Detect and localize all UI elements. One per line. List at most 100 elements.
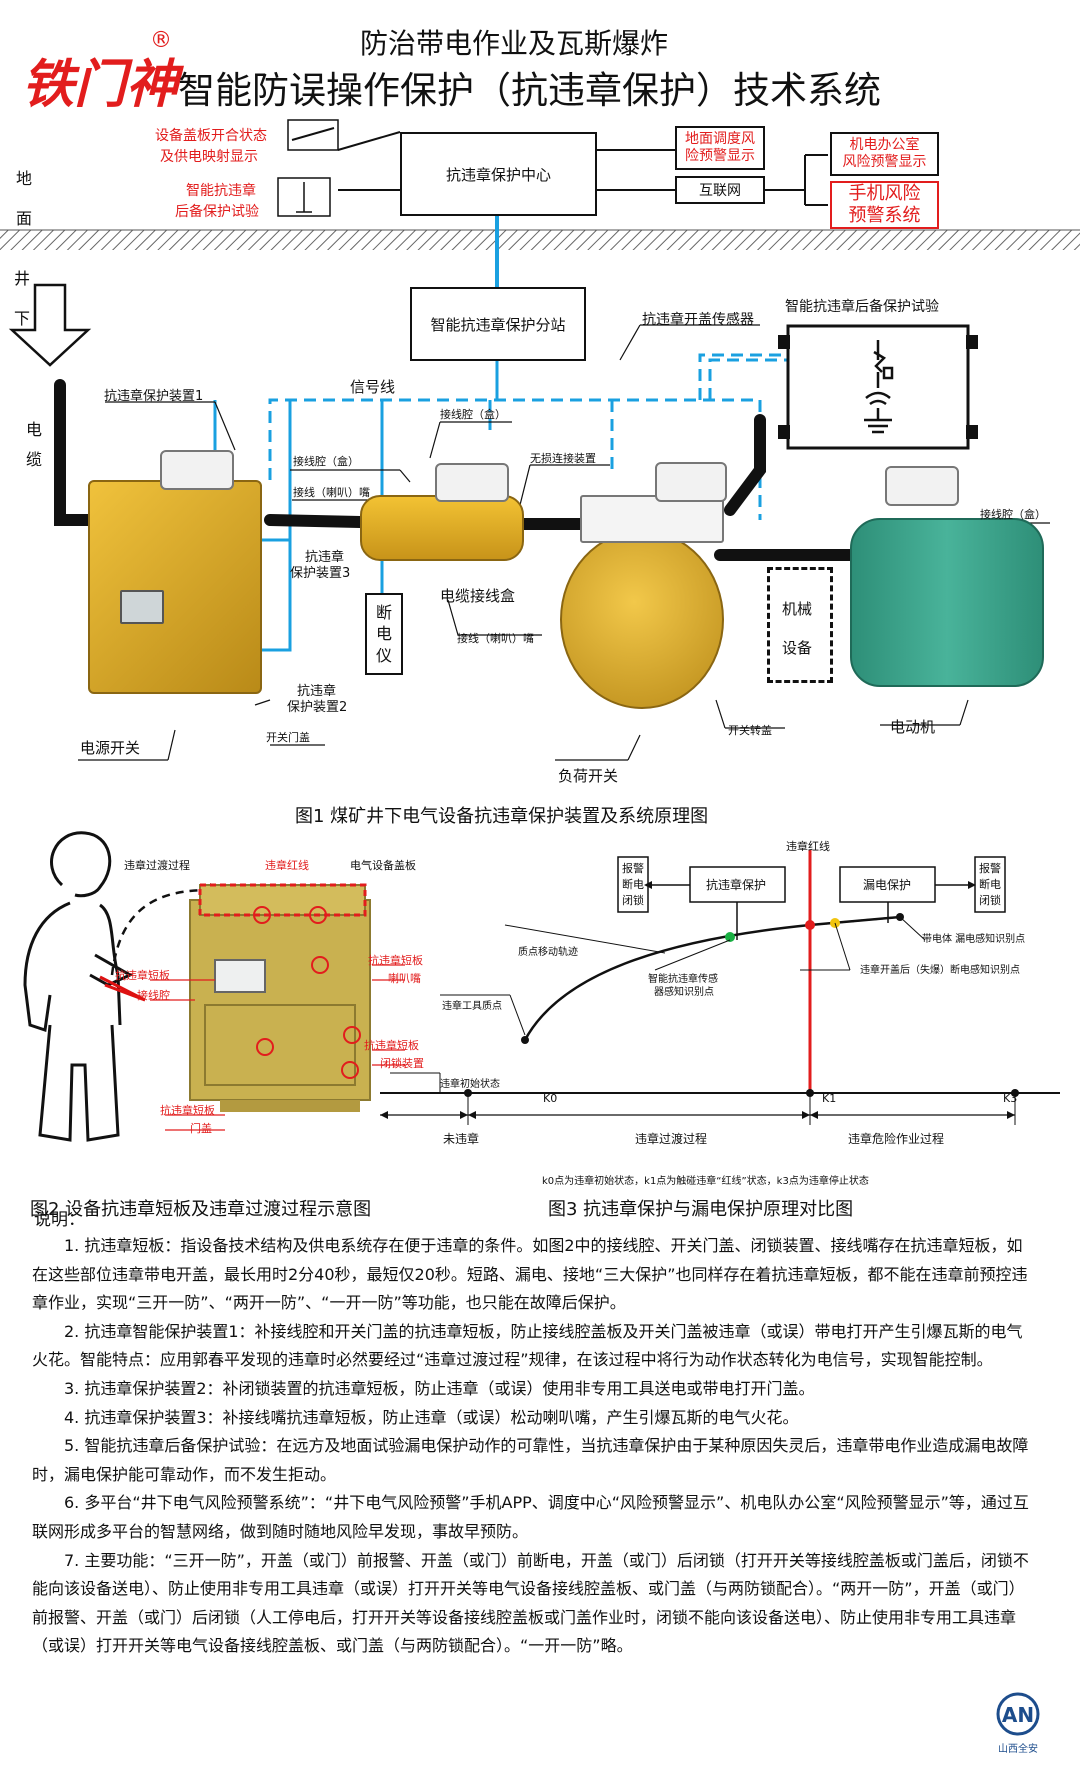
junction2-label: 接线腔（盒） xyxy=(440,408,506,421)
note-item-2: 2. 抗违章智能保护装置1：补接线腔和开关门盖的抗违章短板，防止接线腔盖板及开关… xyxy=(32,1321,1023,1370)
load-switch-top xyxy=(580,495,724,543)
device2-label-2: 保护装置2 xyxy=(287,700,348,715)
label-cover-state-2: 及供电映射显示 xyxy=(160,149,258,165)
motor-equipment xyxy=(850,518,1044,687)
internet-box: 互联网 xyxy=(675,176,765,204)
notes-title: 说明： xyxy=(34,1210,85,1230)
motor-label: 电动机 xyxy=(890,718,936,736)
machine-box xyxy=(767,567,833,683)
signal-line-label: 信号线 xyxy=(350,378,396,396)
dispatch-warning-box: 地面调度风险预警显示 xyxy=(675,126,765,170)
fig2-short-a-label: 抗违章短板 xyxy=(115,969,170,982)
fig3-diagram xyxy=(380,850,1060,1125)
lossless-label: 无损连接装置 xyxy=(530,452,596,465)
horn2-label: 接线（喇叭）嘴 xyxy=(457,632,534,645)
fig2-short-c-label: 抗违章短板 xyxy=(364,1039,419,1052)
power-switch-equipment xyxy=(88,480,262,694)
fig3-k0-label: K0 xyxy=(543,1092,558,1105)
label-ground-2: 面 xyxy=(16,209,33,228)
fig2-lock-label: 闭锁装置 xyxy=(380,1057,424,1070)
brand-logo: 铁门神 xyxy=(22,54,179,115)
fig3-trajectory-label: 质点移动轨迹 xyxy=(518,947,578,958)
office-warning-box: 机电办公室风险预警显示 xyxy=(830,132,939,176)
sensor-label: 抗违章开盖传感器 xyxy=(642,312,754,328)
fig3-alarm-right-1: 报警 xyxy=(979,862,1001,875)
label-backup-test-2: 后备保护试验 xyxy=(175,204,259,220)
fig3-live-point-label: 带电体 漏电感知识别点 xyxy=(922,934,1026,945)
power-switch-window xyxy=(120,590,164,624)
breaker-label-2: 电 xyxy=(375,624,392,644)
junction1-label: 接线腔（盒） xyxy=(293,455,359,468)
breaker-label-1: 断 xyxy=(375,602,392,622)
fig2-junction-label: 接线腔 xyxy=(137,989,170,1002)
fig3-note: k0点为违章初始状态，k1点为触碰违章“红线”状态，k3点为违章停止状态 xyxy=(542,1176,869,1187)
office-label-1: 机电办公室 xyxy=(849,136,920,153)
fig3-alarm-left-3: 闭锁 xyxy=(622,894,644,907)
fig3-sensor-point-label-2: 器感知识别点 xyxy=(654,987,714,998)
fig3-not-violate-label: 未违章 xyxy=(443,1132,480,1146)
fig2-horn-label: 喇叭嘴 xyxy=(388,972,421,985)
fig2-transition-label: 违章过渡过程 xyxy=(124,859,190,872)
cable-box-sensor xyxy=(435,463,509,502)
fig3-anti-box-label: 抗违章保护 xyxy=(706,878,767,892)
load-switch-equipment xyxy=(560,530,724,709)
device2-label-1: 抗违章 xyxy=(297,684,337,699)
fig2-short-d-label: 抗违章短板 xyxy=(160,1104,215,1117)
load-switch-label: 负荷开关 xyxy=(558,767,619,785)
company-logo-icon: AN xyxy=(996,1692,1040,1736)
fig3-alarm-right-2: 断电 xyxy=(979,878,1001,891)
junction3-label: 接线腔（盒） xyxy=(980,508,1046,521)
label-backup-test-1: 智能抗违章 xyxy=(186,183,256,199)
fig3-alarm-right-3: 闭锁 xyxy=(979,894,1001,907)
mobile-label-2: 预警系统 xyxy=(848,205,921,226)
fig1-caption: 图1 煤矿井下电气设备抗违章保护装置及系统原理图 xyxy=(295,806,709,827)
page-title-line2: 智能防误操作保护（抗违章保护）技术系统 xyxy=(178,69,881,112)
fig2-short-b-label: 抗违章短板 xyxy=(368,954,423,967)
cable-box-label: 电缆接线盒 xyxy=(440,587,516,605)
fig3-danger-label: 违章危险作业过程 xyxy=(848,1132,945,1146)
device3-label-2: 保护装置3 xyxy=(290,566,351,581)
motor-sensor xyxy=(885,466,959,506)
fig3-k3-label: K3 xyxy=(1003,1092,1018,1105)
horn1-label: 接线（喇叭）嘴 xyxy=(293,486,370,499)
note-item-3: 3. 抗违章保护装置2：补闭锁装置的抗违章短板，防止违章（或误）使用非专用工具送… xyxy=(64,1378,815,1398)
label-cover-state-1: 设备盖板开合状态 xyxy=(155,128,267,144)
fig3-initial-label: 违章初始状态 xyxy=(440,1079,500,1090)
fig2-red-line-label: 违章红线 xyxy=(265,859,309,872)
machine-label-1: 机械 xyxy=(782,600,813,618)
mobile-label-1: 手机风险 xyxy=(848,182,921,204)
page-title-line1: 防治带电作业及瓦斯爆炸 xyxy=(360,27,669,60)
fig2-caption: 图2 设备抗违章短板及违章过渡过程示意图 xyxy=(30,1199,372,1220)
protection-center-label: 抗违章保护中心 xyxy=(445,165,551,184)
fig2-door-label: 门盖 xyxy=(190,1122,212,1135)
fig3-transition-label: 违章过渡过程 xyxy=(635,1132,708,1146)
dispatch-label-1: 地面调度风 xyxy=(685,130,755,147)
notes-list: 1. 抗违章短板：指设备技术结构及供电系统存在便于违章的条件。如图2中的接线腔、… xyxy=(32,1232,1032,1661)
note-item-7: 7. 主要功能：“三开一防”，开盖（或门）前报警、开盖（或门）前断电，开盖（或门… xyxy=(32,1550,1029,1656)
switch-cover-label: 开关转盖 xyxy=(728,724,772,737)
label-underground-2: 下 xyxy=(14,309,31,328)
fig3-explode-point-label: 违章开盖后（失爆）断电感知识别点 xyxy=(860,965,1020,976)
note-item-4: 4. 抗违章保护装置3：补接线嘴抗违章短板，防止违章（或误）松动喇叭嘴，产生引爆… xyxy=(64,1407,799,1427)
office-label-2: 风险预警显示 xyxy=(842,154,927,170)
device3-label-1: 抗违章 xyxy=(305,550,345,565)
fig3-tool-point-label: 违章工具质点 xyxy=(442,1001,502,1012)
fig3-caption: 图3 抗违章保护与漏电保护原理对比图 xyxy=(548,1199,854,1220)
breaker-instrument-box: 断 电 仪 xyxy=(365,593,403,675)
note-item-5: 5. 智能抗违章后备保护试验：在远方及地面试验漏电保护动作的可靠性，当抗违章保护… xyxy=(32,1436,1029,1484)
note-item-6: 6. 多平台“井下电气风险预警系统”：“井下电气风险预警”手机APP、调度中心“… xyxy=(32,1493,1029,1541)
breaker-label-3: 仪 xyxy=(375,645,392,665)
machine-label-2: 设备 xyxy=(782,639,813,657)
label-ground-1: 地 xyxy=(16,169,33,188)
fig3-k1-label: K1 xyxy=(822,1092,837,1105)
fig3-alarm-left-2: 断电 xyxy=(622,878,644,891)
substation-label: 智能抗违章保护分站 xyxy=(430,315,566,334)
device1-label: 抗违章保护装置1 xyxy=(104,389,204,404)
fig3-red-line-label: 违章红线 xyxy=(786,840,830,853)
internet-label: 互联网 xyxy=(699,183,741,199)
company-logo-text: 山西全安 xyxy=(998,1744,1038,1755)
brand-registered-mark: ® xyxy=(150,28,172,53)
cable-box-equipment xyxy=(360,495,524,561)
note-item-1: 1. 抗违章短板：指设备技术结构及供电系统存在便于违章的条件。如图2中的接线腔、… xyxy=(32,1236,1028,1313)
label-underground-1: 井 xyxy=(14,269,31,288)
